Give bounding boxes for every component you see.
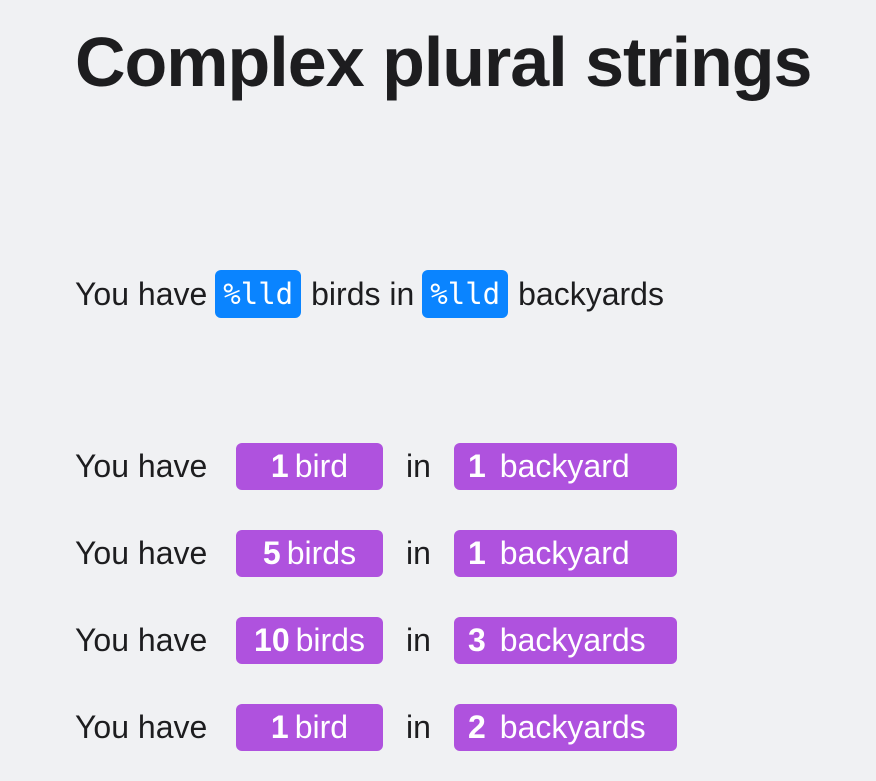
row-prefix: You have xyxy=(75,622,208,658)
row-prefix: You have xyxy=(75,535,208,571)
backyard-word: backyard xyxy=(499,535,630,571)
backyard-word: backyard xyxy=(499,448,630,484)
backyard-count-pill: 1 backyard xyxy=(454,530,677,577)
backyard-count-pill: 1 backyard xyxy=(454,443,677,490)
format-string-template: You have %lld birds in %lld backyards xyxy=(75,270,664,318)
template-middle: birds in xyxy=(311,275,415,312)
backyard-count: 2 xyxy=(468,709,486,745)
bird-count: 10 xyxy=(254,622,290,658)
bird-count: 5 xyxy=(262,535,281,571)
template-suffix: backyards xyxy=(518,275,664,312)
backyard-word: backyards xyxy=(499,622,646,658)
bird-word: bird xyxy=(294,448,349,484)
row-in: in xyxy=(406,622,431,658)
template-prefix: You have xyxy=(75,275,208,312)
row-prefix: You have xyxy=(75,448,208,484)
bird-word: birds xyxy=(286,535,357,571)
bird-count: 1 xyxy=(270,448,289,484)
bird-word: birds xyxy=(295,622,365,658)
row-in: in xyxy=(406,448,431,484)
format-specifier-backyards: %lld xyxy=(422,270,509,318)
bird-count: 1 xyxy=(270,709,289,745)
backyard-count-pill: 2 backyards xyxy=(454,704,677,751)
backyard-word: backyards xyxy=(499,709,646,745)
row-in: in xyxy=(406,709,431,745)
backyard-count: 1 xyxy=(468,448,486,484)
row-prefix: You have xyxy=(75,709,208,745)
backyard-count: 1 xyxy=(468,535,486,571)
backyard-count-pill: 3 backyards xyxy=(454,617,677,664)
format-specifier-birds: %lld xyxy=(215,270,302,318)
page-title: Complex plural strings xyxy=(75,23,812,101)
row-in: in xyxy=(406,535,431,571)
bird-word: bird xyxy=(294,709,349,745)
backyard-count: 3 xyxy=(468,622,486,658)
